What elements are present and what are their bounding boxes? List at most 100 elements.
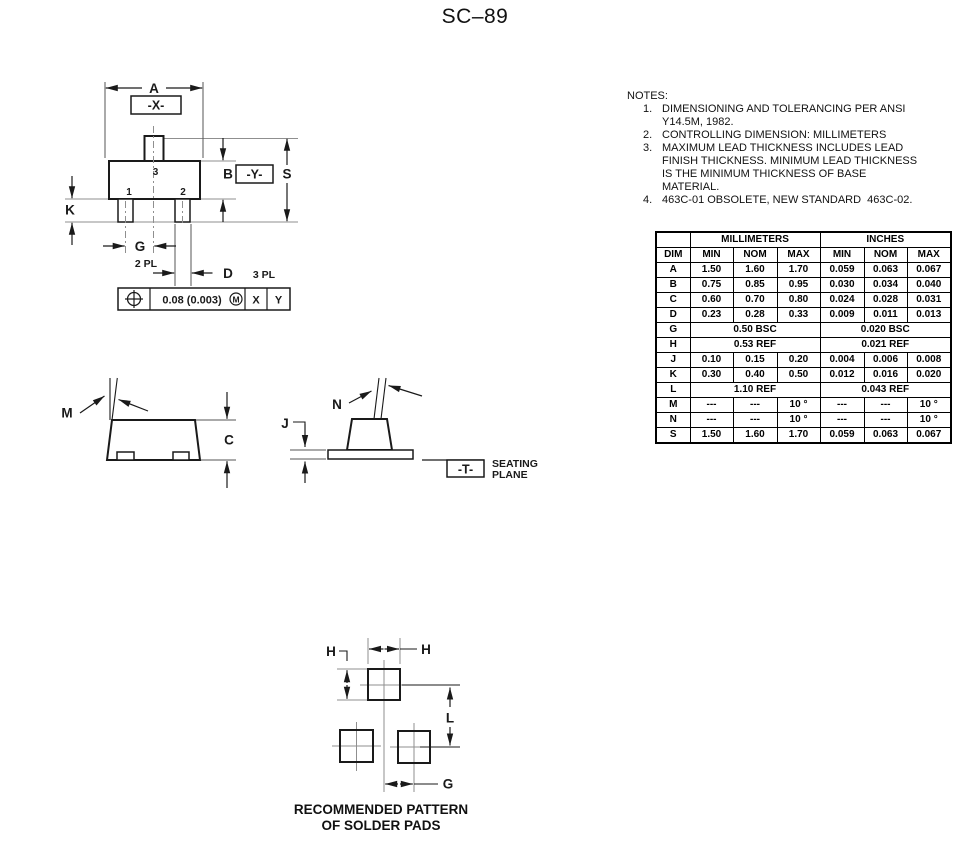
datum-x-box	[130, 95, 182, 115]
col-header: NOM	[732, 247, 778, 263]
note-item: 3.MAXIMUM LEAD THICKNESS INCLUDES LEAD F…	[643, 142, 942, 194]
seating-plane-label-1: SEATING	[492, 458, 538, 470]
dim-label-g-pad: G	[443, 777, 454, 792]
dim-cell: G	[655, 322, 691, 338]
value-cell: 1.50	[689, 262, 734, 278]
note-number: 3.	[643, 142, 653, 154]
dim-label-n: N	[332, 397, 342, 412]
l-dimension: L	[446, 687, 454, 746]
notes-heading: NOTES:	[627, 90, 668, 102]
value-cell: 0.009	[819, 307, 865, 323]
value-cell-span: 0.53 REF	[689, 337, 821, 353]
center-lines	[125, 126, 183, 256]
dim-label-k: K	[65, 203, 75, 218]
note-text: DIMENSIONING AND TOLERANCING PER ANSI Y1…	[662, 103, 906, 128]
notes-section: NOTES: 1.DIMENSIONING AND TOLERANCING PE…	[627, 90, 942, 207]
group-header-inches: INCHES	[819, 231, 952, 248]
note-number: 2.	[643, 129, 653, 141]
end-view-drawing: N J -T- SEATING PLANE	[281, 377, 538, 483]
value-cell: 0.85	[732, 277, 778, 293]
value-cell: ---	[732, 397, 778, 413]
datum-t-label: -T-	[458, 463, 473, 477]
package-outline	[108, 135, 201, 223]
col-header: NOM	[863, 247, 908, 263]
side-view-drawing: M C	[61, 377, 236, 488]
note-text: CONTROLLING DIMENSION: MILLIMETERS	[662, 129, 887, 141]
value-cell: ---	[863, 397, 908, 413]
value-cell: 0.80	[776, 292, 821, 308]
dim-label-s: S	[282, 167, 291, 182]
dim-label-j: J	[281, 416, 289, 431]
package-end-body	[345, 418, 394, 451]
dim-label-a: A	[149, 81, 159, 96]
dim-cell: A	[655, 262, 691, 278]
dim-cell: C	[655, 292, 691, 308]
dim-label-b: B	[223, 167, 233, 182]
dim-label-g: G	[135, 239, 146, 254]
note-item: 1.DIMENSIONING AND TOLERANCING PER ANSI …	[643, 103, 942, 129]
value-cell: 0.016	[863, 367, 908, 383]
value-cell: 0.067	[906, 262, 952, 278]
datum-t-box	[446, 459, 485, 478]
c-dimension: C	[223, 392, 234, 488]
table-row: M------10 °------10 °	[655, 397, 952, 413]
mmc-modifier-icon: M	[229, 292, 243, 306]
value-cell: 0.006	[863, 352, 908, 368]
true-position-icon	[125, 290, 143, 308]
value-cell: 10 °	[906, 412, 952, 428]
caption-line-1: RECOMMENDED PATTERN	[293, 802, 469, 817]
j-dimension: J	[281, 416, 309, 483]
n-dimension: N	[332, 384, 423, 412]
value-cell: 0.23	[689, 307, 734, 323]
value-cell-span: 1.10 REF	[689, 382, 821, 398]
h-dimension-left: H	[326, 644, 351, 699]
k-dimension: K	[65, 176, 76, 245]
dim-cell: L	[655, 382, 691, 398]
value-cell: 0.040	[906, 277, 952, 293]
value-cell: 0.15	[732, 352, 778, 368]
value-cell: 1.60	[732, 427, 778, 444]
datum-y-label: -Y-	[247, 168, 263, 182]
a-dimension: A -X-	[105, 81, 203, 115]
dimension-table: MILLIMETERS INCHES DIM MIN NOM MAX MIN N…	[655, 231, 952, 444]
pin2-number: 2	[180, 187, 186, 198]
note-item: 4.463C-01 OBSOLETE, NEW STANDARD 463C-02…	[643, 194, 942, 207]
solder-pads	[339, 668, 431, 764]
g-dimension: G 2 PL	[103, 239, 176, 270]
group-header-millimeters: MILLIMETERS	[689, 231, 821, 248]
d-places-label: 3 PL	[253, 269, 276, 281]
table-row: N------10 °------10 °	[655, 412, 952, 428]
value-cell: 0.034	[863, 277, 908, 293]
value-cell: 0.10	[689, 352, 734, 368]
table-column-header-row: DIM MIN NOM MAX MIN NOM MAX	[655, 247, 952, 263]
dim-cell: S	[655, 427, 691, 444]
pin3-number: 3	[153, 167, 159, 178]
seating-plane-label-2: PLANE	[492, 469, 528, 481]
extension-lines	[290, 449, 326, 460]
page-title: SC–89	[441, 5, 509, 28]
notes-list: 1.DIMENSIONING AND TOLERANCING PER ANSI …	[627, 103, 942, 207]
value-cell: 1.70	[776, 427, 821, 444]
dim-label-m: M	[61, 406, 72, 421]
value-cell: ---	[819, 412, 865, 428]
feature-control-frame: 0.08 (0.003) M X Y	[117, 287, 291, 311]
value-cell: 0.20	[776, 352, 821, 368]
m-angle-lines	[109, 377, 118, 421]
value-cell: 0.063	[863, 427, 908, 444]
value-cell-span: 0.020 BSC	[819, 322, 952, 338]
pad-pattern-caption: RECOMMENDED PATTERN OF SOLDER PADS	[280, 802, 482, 833]
solder-pad-pattern-drawing: H H L G	[326, 638, 460, 792]
value-cell: 0.30	[689, 367, 734, 383]
extension-lines	[195, 419, 236, 461]
datum-x-label: -X-	[148, 99, 165, 113]
value-cell: 0.008	[906, 352, 952, 368]
center-lines	[332, 638, 438, 792]
lead-strip	[327, 449, 414, 460]
col-header-dim: DIM	[655, 247, 691, 263]
